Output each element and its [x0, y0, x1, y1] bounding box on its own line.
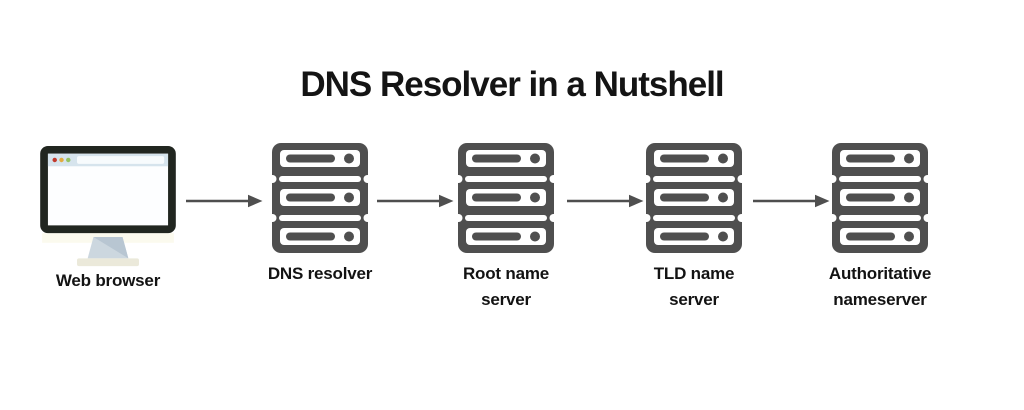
node-label-root-name-server: Root name server: [426, 261, 586, 313]
label-line: server: [669, 290, 719, 309]
label-line: nameserver: [833, 290, 927, 309]
browser-monitor-icon: [40, 145, 176, 267]
node-label-dns-resolver: DNS resolver: [240, 261, 400, 287]
arrow-root-name-server-to-tld-name-server: [567, 194, 644, 208]
server-leds: [286, 153, 354, 242]
browser-dot-red-icon: [52, 157, 57, 163]
arrow-tld-name-server-to-authoritative-nameserver: [753, 194, 830, 208]
node-label-authoritative-nameserver: Authoritative nameserver: [800, 261, 960, 313]
server-slots: [458, 150, 554, 245]
server-leds: [846, 153, 914, 242]
arrow-web-browser-to-dns-resolver: [186, 194, 263, 208]
server-stack-icon: [458, 143, 554, 253]
node-web-browser: Web browser: [34, 144, 182, 294]
page-title: DNS Resolver in a Nutshell: [300, 65, 724, 104]
node-label-tld-name-server: TLD name server: [614, 261, 774, 313]
node-label-web-browser: Web browser: [34, 268, 182, 294]
monitor-stand-shade: [93, 237, 129, 259]
browser-dot-green-icon: [66, 157, 71, 163]
browser-addressbar: [77, 156, 165, 164]
server-stack-icon: [832, 143, 928, 253]
arrow-head-icon: [815, 194, 830, 208]
server-stack-icon: [646, 143, 742, 253]
arrow-head-icon: [248, 194, 263, 208]
server-leds: [660, 153, 728, 242]
server-leds: [472, 153, 540, 242]
arrow-head-icon: [629, 194, 644, 208]
label-line: server: [481, 290, 531, 309]
label-line: TLD name: [653, 264, 735, 283]
label-line: Root name: [462, 264, 550, 283]
arrow-dns-resolver-to-root-name-server: [377, 194, 454, 208]
arrow-head-icon: [439, 194, 454, 208]
node-root-name-server: Root name server: [426, 143, 586, 313]
node-tld-name-server: TLD name server: [614, 143, 774, 313]
node-dns-resolver: DNS resolver: [240, 143, 400, 287]
label-line: Web browser: [55, 271, 161, 290]
browser-dot-yellow-icon: [59, 157, 64, 163]
server-stack-icon: [272, 143, 368, 253]
label-line: DNS resolver: [267, 264, 373, 283]
label-line: Authoritative: [828, 264, 932, 283]
node-authoritative-nameserver: Authoritative nameserver: [800, 143, 960, 313]
monitor-base: [77, 258, 139, 267]
